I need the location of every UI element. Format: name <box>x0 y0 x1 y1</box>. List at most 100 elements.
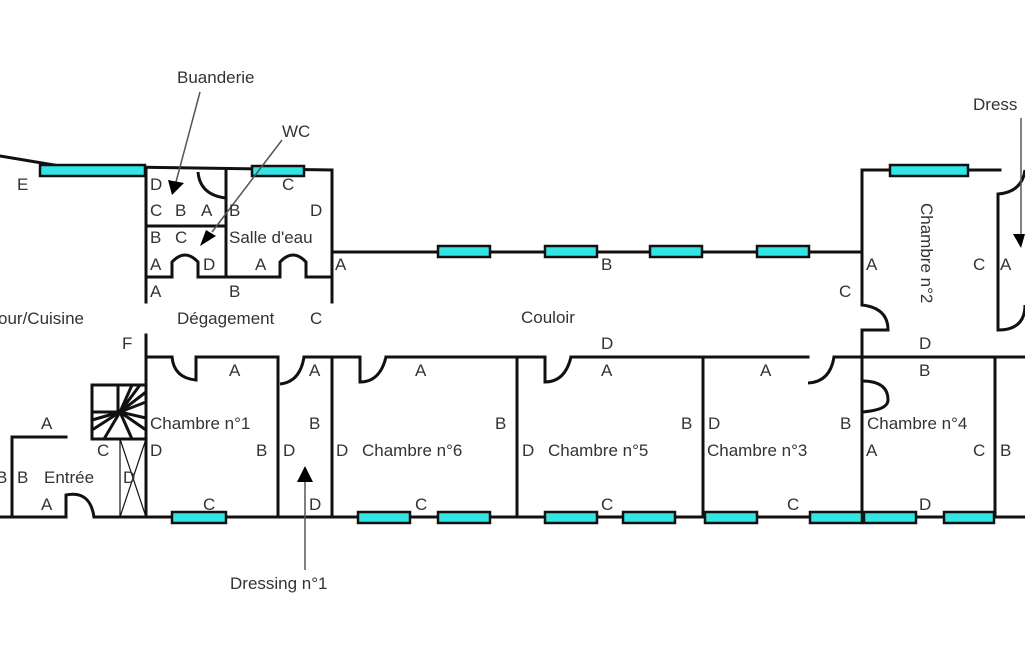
wall-letter: B <box>256 441 267 460</box>
window <box>543 510 599 525</box>
window <box>888 163 970 178</box>
wall-letter: C <box>839 282 851 301</box>
room-label-dressing2: Dress <box>973 95 1017 114</box>
arrow-icon <box>168 180 184 195</box>
closet-cross <box>119 438 147 518</box>
stair-steps <box>91 384 147 440</box>
wall-letter: A <box>866 441 878 460</box>
door-salle-eau[interactable] <box>278 253 308 277</box>
window <box>436 510 492 525</box>
wall-letter: D <box>150 441 162 460</box>
wall-letter: A <box>150 255 162 274</box>
wall-letter: B <box>229 282 240 301</box>
room-label-entree: Entrée <box>44 468 94 487</box>
windows <box>38 163 996 525</box>
wall-letter: B <box>919 361 930 380</box>
wall-letter: B <box>601 255 612 274</box>
wall-letter: F <box>122 334 132 353</box>
pointer-buanderie <box>175 91 201 183</box>
pointer-wc <box>211 139 283 233</box>
wall-letter: D <box>283 441 295 460</box>
wall-letter: B <box>229 201 240 220</box>
door-buanderie[interactable] <box>196 171 227 200</box>
window <box>436 244 492 259</box>
door-chambre3[interactable] <box>807 356 836 385</box>
wall-letter: A <box>229 361 241 380</box>
room-label-degagement: Dégagement <box>177 309 275 328</box>
room-label-couloir: Couloir <box>521 308 575 327</box>
wall-letter: D <box>310 201 322 220</box>
wall-letter: D <box>708 414 720 433</box>
wall-letter: A <box>201 201 213 220</box>
wall-letter: A <box>41 414 53 433</box>
wall-letter: D <box>336 441 348 460</box>
room-label-wc: WC <box>282 122 310 141</box>
arrow-icon <box>1013 234 1025 248</box>
window <box>250 164 306 178</box>
arrow-icon <box>200 230 216 246</box>
wall-letter: B <box>681 414 692 433</box>
wall-letter: D <box>150 175 162 194</box>
door-chambre6[interactable] <box>358 356 388 384</box>
wall-letter: C <box>973 255 985 274</box>
wall-letter: B <box>1000 441 1011 460</box>
wall-letter: A <box>150 282 162 301</box>
wall-letter: B <box>840 414 851 433</box>
room-label-chambre3: Chambre n°3 <box>707 441 807 460</box>
wall-letters: E D C B A B C D B C A D A A A B C B D C … <box>0 175 1012 514</box>
wall-letter: C <box>310 309 322 328</box>
window <box>38 163 147 178</box>
wall-letter: D <box>203 255 215 274</box>
wall-letter: C <box>282 175 294 194</box>
window <box>648 244 704 259</box>
door-wc[interactable] <box>170 253 200 277</box>
wall-letter: A <box>335 255 347 274</box>
wall-letter: A <box>255 255 267 274</box>
door-dressing1[interactable] <box>279 356 306 386</box>
room-label-chambre1: Chambre n°1 <box>150 414 250 433</box>
wall-letter: A <box>866 255 878 274</box>
room-label-chambre6: Chambre n°6 <box>362 441 462 460</box>
door-chambre5[interactable] <box>543 356 573 384</box>
wall-letter: A <box>760 361 772 380</box>
room-label-dressing1: Dressing n°1 <box>230 574 328 593</box>
wall-letter: B <box>150 228 161 247</box>
wall-letter: B <box>0 468 7 487</box>
wall-letter: D <box>123 468 135 487</box>
wall-letter: C <box>175 228 187 247</box>
wall-letter: A <box>41 495 53 514</box>
window <box>755 244 811 259</box>
window <box>703 510 759 525</box>
wall-letter: D <box>309 495 321 514</box>
window <box>862 510 918 525</box>
window <box>543 244 599 259</box>
window <box>621 510 677 525</box>
door-chambre2[interactable] <box>861 303 890 332</box>
room-label-buanderie: Buanderie <box>177 68 255 87</box>
window <box>808 510 864 525</box>
wall-letter: A <box>415 361 427 380</box>
wall-letter: B <box>17 468 28 487</box>
wall-letter: B <box>309 414 320 433</box>
room-label-chambre5: Chambre n°5 <box>548 441 648 460</box>
wall-letter: C <box>601 495 613 514</box>
window <box>942 510 996 525</box>
wall-letter: C <box>203 495 215 514</box>
door-entree[interactable] <box>64 492 96 518</box>
closet <box>119 438 147 518</box>
wall-letter: D <box>919 495 931 514</box>
wall-letter: A <box>601 361 613 380</box>
door-chambre1[interactable] <box>170 356 198 382</box>
window <box>356 510 412 525</box>
window <box>170 510 228 525</box>
wall-letter: D <box>919 334 931 353</box>
wall-letter: C <box>97 441 109 460</box>
door-chambre4[interactable] <box>861 379 890 414</box>
wall-letter: D <box>522 441 534 460</box>
wall-letter: A <box>309 361 321 380</box>
wall-letter: C <box>973 441 985 460</box>
wall-letter: A <box>1000 255 1012 274</box>
wall-letter: D <box>601 334 613 353</box>
room-label-sejour: our/Cuisine <box>0 309 84 328</box>
